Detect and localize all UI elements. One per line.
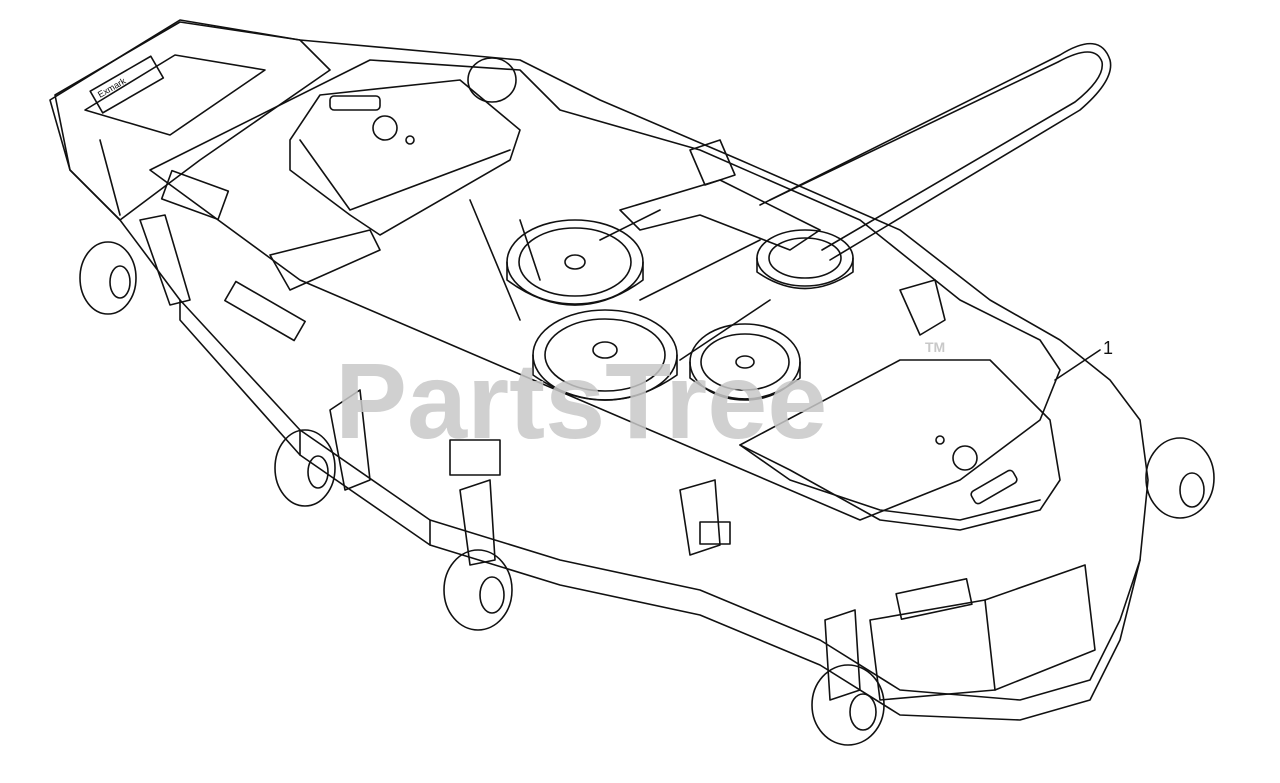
caster-wheel — [811, 664, 885, 746]
left-pulley — [506, 219, 644, 306]
caster-wheel — [443, 549, 513, 631]
caster-wheel — [1145, 437, 1215, 519]
caster-wheel — [274, 429, 336, 507]
callout-leader-1 — [1054, 349, 1101, 381]
idler-pulley — [689, 323, 801, 401]
callout-number-1: 1 — [1103, 338, 1113, 358]
caster-wheel — [467, 57, 517, 103]
center-pulley — [532, 309, 678, 401]
watermark-text: PartsTree — [335, 340, 827, 461]
drive-belt — [759, 42, 1112, 261]
left-spindle-cover — [289, 79, 521, 236]
watermark-trademark: TM — [925, 339, 945, 355]
front-housing — [54, 21, 331, 221]
deck-shell-outline — [49, 19, 1149, 701]
caster-wheel — [79, 241, 137, 315]
right-pulley — [756, 229, 854, 290]
